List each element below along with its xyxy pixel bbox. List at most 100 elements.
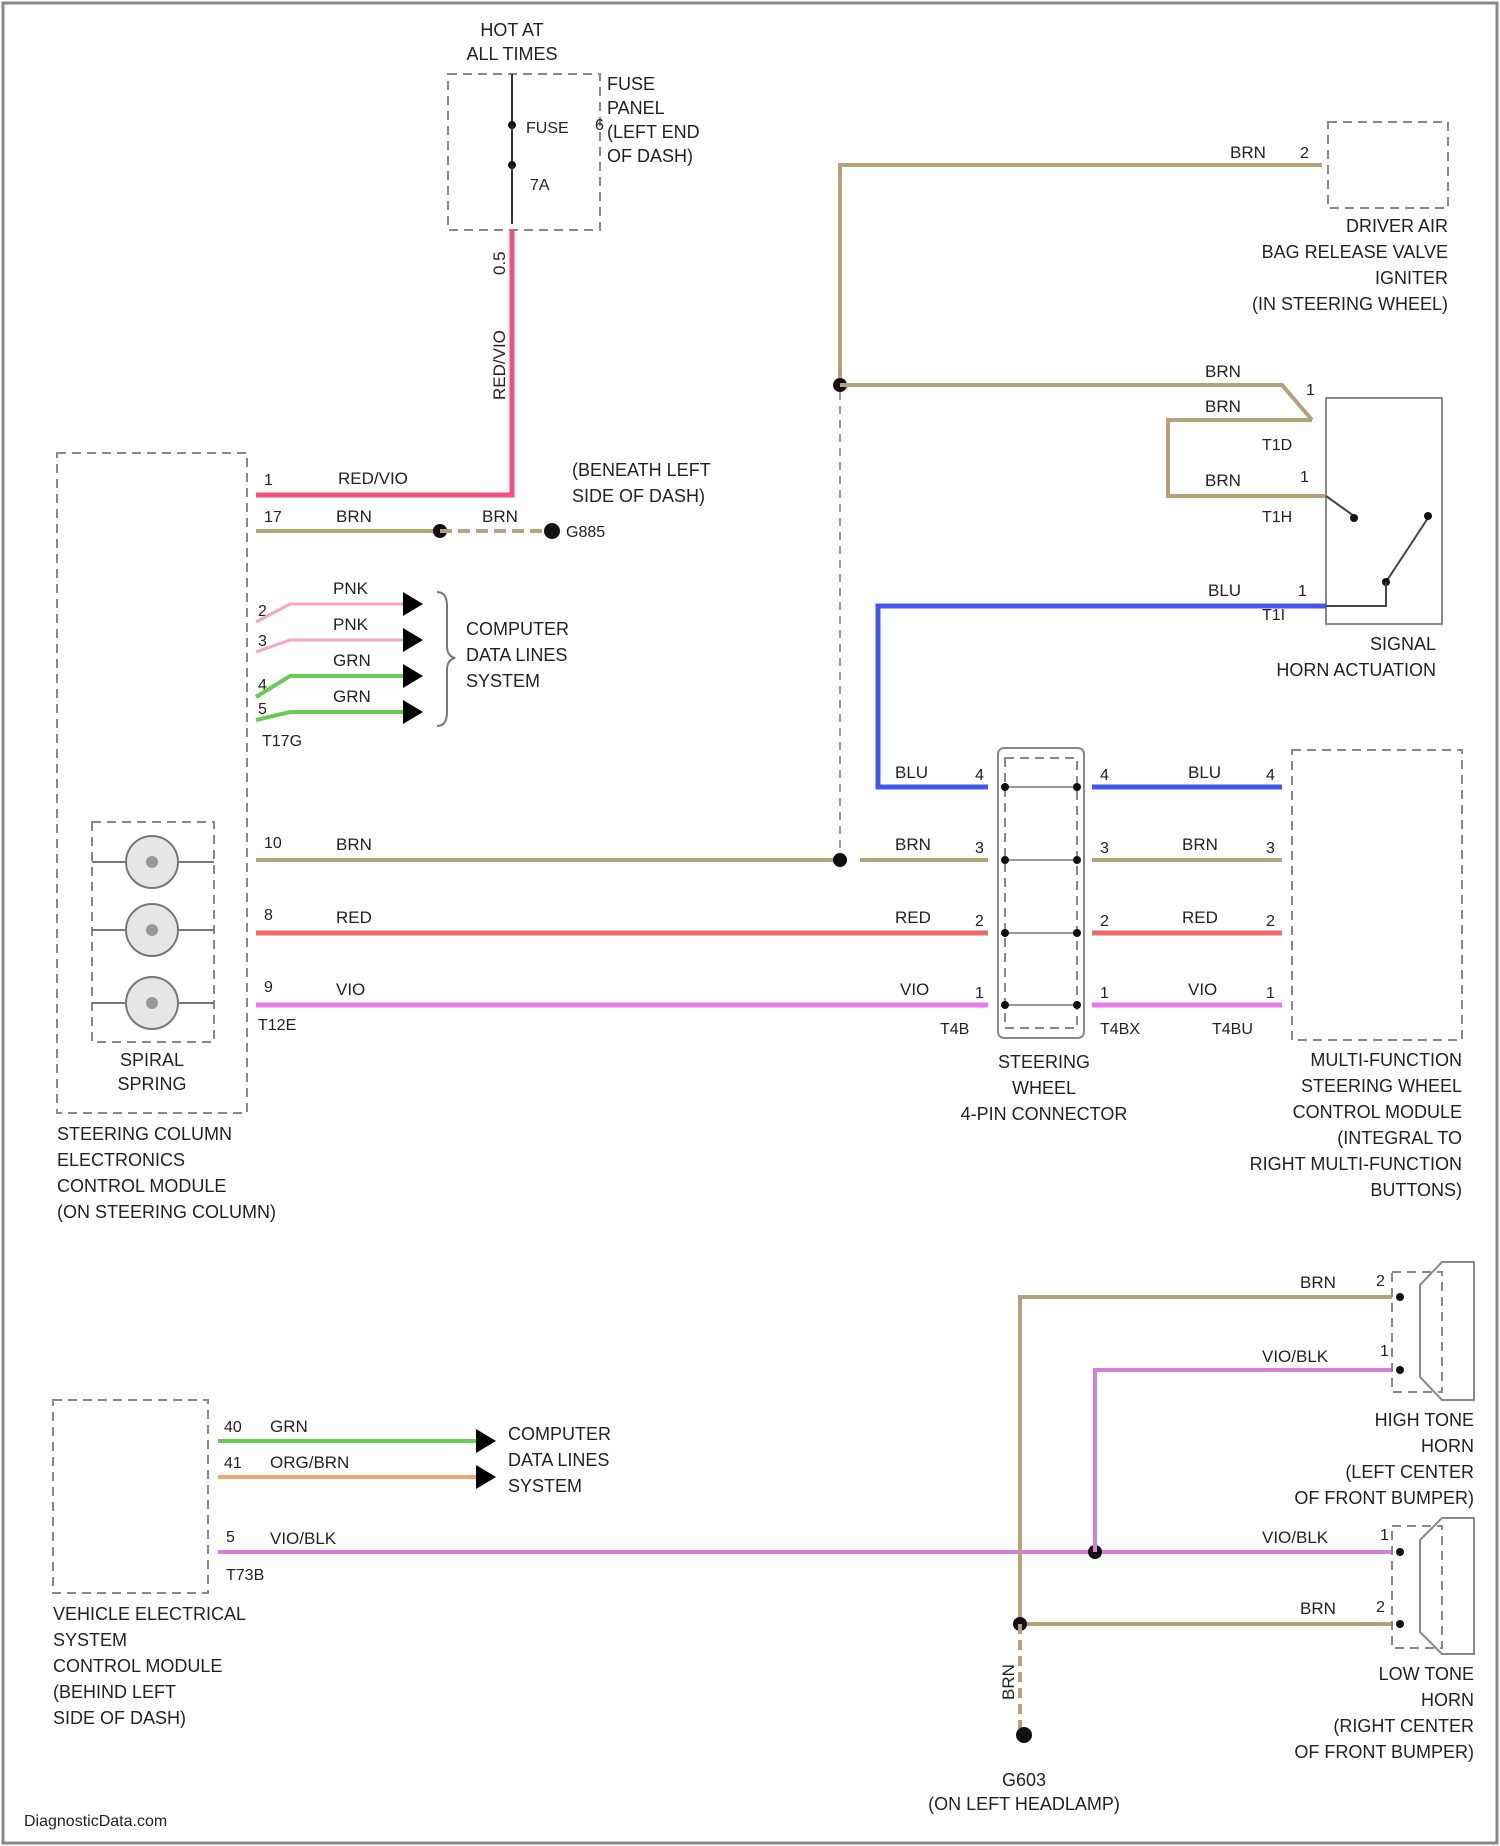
airbag-box: [1328, 122, 1448, 208]
wire-vio-blk-high: [1095, 1370, 1392, 1552]
spiral-spring-icon: [92, 836, 214, 1029]
horn-switch-name-1: SIGNAL: [1370, 634, 1436, 654]
ground-lower-location: (ON LEFT HEADLAMP): [928, 1794, 1120, 1814]
high-horn-brn-label: BRN: [1300, 1273, 1336, 1292]
high-horn-connector: [1392, 1272, 1442, 1392]
scm-name-2: ELECTRONICS: [57, 1150, 185, 1170]
scm-connector-t17: T17G: [262, 733, 302, 750]
sw-left-wire-brn: BRN: [895, 835, 931, 854]
high-horn-node-a: [1396, 1293, 1404, 1301]
arrow-grn-5: [403, 700, 423, 724]
fuse-pin: 6: [595, 117, 604, 134]
high-horn-name-1: HIGH TONE: [1375, 1410, 1474, 1430]
scm-pin-1: 1: [264, 472, 273, 489]
low-horn-connector: [1392, 1526, 1442, 1648]
sw-left-wire-blu: BLU: [895, 763, 928, 782]
wire-brn-horn-lower-label: BRN: [1205, 471, 1241, 490]
wire-red-vio-label: RED/VIO: [338, 469, 408, 488]
airbag-name-3: IGNITER: [1375, 268, 1448, 288]
scm-pin-5: 5: [258, 701, 267, 718]
sw-connector-right-name-a: T4BX: [1100, 1021, 1140, 1038]
high-horn-name-3: (LEFT CENTER: [1345, 1462, 1474, 1482]
low-horn-name-4: OF FRONT BUMPER): [1294, 1742, 1474, 1762]
scm-pin-17: 17: [264, 509, 282, 526]
low-horn-name-1: LOW TONE: [1379, 1664, 1474, 1684]
mfsw-name-2: STEERING WHEEL: [1301, 1076, 1462, 1096]
scm-name-3: CONTROL MODULE: [57, 1176, 226, 1196]
high-horn-pin-vio: 1: [1380, 1343, 1389, 1360]
high-horn-vio-label: VIO/BLK: [1262, 1347, 1329, 1366]
horn-switch-box: [1326, 398, 1442, 624]
wire-red-vio-vertical-label: RED/VIO: [490, 330, 509, 400]
vesm-name-2: SYSTEM: [53, 1630, 127, 1650]
ground-lower-name: G603: [1002, 1770, 1046, 1790]
wire-org-brn-41-label: ORG/BRN: [270, 1453, 349, 1472]
ground-upper-location-2: SIDE OF DASH): [572, 486, 705, 506]
connector-body: [998, 748, 1084, 1038]
ground-lower-symbol: [1016, 1727, 1032, 1743]
ground-upper-symbol: [544, 523, 560, 539]
sw-left-wire-vio: VIO: [900, 980, 929, 999]
fuse-panel-line2: PANEL: [607, 98, 665, 118]
mfsw-name-5: RIGHT MULTI-FUNCTION: [1250, 1154, 1462, 1174]
sw-right-wire-red: RED: [1182, 908, 1218, 927]
horn-connector-c2: T1H: [1262, 509, 1292, 526]
scm-pin-labels: 1 17 2 3 4 5 T17G 10 8 9 T12E: [258, 472, 302, 1034]
sw-connector-name-1: STEERING: [998, 1052, 1090, 1072]
sw-right-wire-vio: VIO: [1188, 980, 1217, 999]
wire-brn-horn-top: [840, 385, 1312, 420]
low-horn-pin-brn: 2: [1376, 1599, 1385, 1616]
arrow-org-brn-41: [476, 1465, 496, 1489]
sw-connector-name-3: 4-PIN CONNECTOR: [961, 1104, 1128, 1124]
connector-inner: [1005, 758, 1077, 1028]
wire-pnk-3: [256, 640, 405, 652]
wire-brn-airbag-label: BRN: [1230, 143, 1266, 162]
wire-grn-4: [256, 676, 405, 697]
ground-upper-name: G885: [566, 524, 605, 541]
arrow-pnk-3: [403, 628, 423, 652]
low-tone-horn: VIO/BLK 1 BRN 2 LOW TONE HORN (RIGHT CEN…: [1262, 1518, 1474, 1762]
arrow-grn-40: [476, 1429, 496, 1453]
sw-right-pin-4: 4: [1100, 767, 1109, 784]
wire-brn-horn-top-label: BRN: [1205, 362, 1241, 381]
fuse-panel-box: [448, 74, 600, 230]
sw-right-wire-brn: BRN: [1182, 835, 1218, 854]
mfsw-name-4: (INTEGRAL TO: [1337, 1128, 1462, 1148]
vesm-name-4: (BEHIND LEFT: [53, 1682, 176, 1702]
watermark: DiagnosticData.com: [24, 1813, 167, 1830]
sw-connector-name-2: WHEEL: [1012, 1078, 1076, 1098]
ground-upper-location-1: (BENEATH LEFT: [572, 460, 711, 480]
airbag-name-1: DRIVER AIR: [1346, 216, 1448, 236]
low-horn-node-b: [1396, 1620, 1404, 1628]
mfsw-name-3: CONTROL MODULE: [1293, 1102, 1462, 1122]
blu-circuit: BLU 1 T1I: [878, 581, 1326, 787]
wire-brn-horn-loop-label: BRN: [1205, 397, 1241, 416]
mfsw-pin-1: 1: [1266, 985, 1275, 1002]
vesm-pin-40: 40: [224, 1419, 242, 1436]
vesm-data-lines-3: SYSTEM: [508, 1476, 582, 1496]
high-horn-icon: [1420, 1262, 1474, 1400]
mfsw-pin-2: 2: [1266, 913, 1275, 930]
mfsw-pin-4: 4: [1266, 767, 1275, 784]
data-lines-label-3: SYSTEM: [466, 671, 540, 691]
scm-name-1: STEERING COLUMN: [57, 1124, 232, 1144]
fuse-panel-line1: FUSE: [607, 74, 655, 94]
sw-connector-right-name-b: T4BU: [1212, 1021, 1253, 1038]
mfsw-name-6: BUTTONS): [1370, 1180, 1462, 1200]
high-horn-pin-brn: 2: [1376, 1273, 1385, 1290]
horn-switch-node-b: [1424, 512, 1432, 520]
connector-rows: [1001, 783, 1081, 1009]
brn-trunk-circuit: BRN 2: [833, 143, 1322, 858]
scm-main-wires: BRN RED VIO: [256, 835, 988, 1005]
vesm-name-1: VEHICLE ELECTRICAL: [53, 1604, 246, 1624]
horn-switch-name-2: HORN ACTUATION: [1276, 660, 1436, 680]
wire-brn-17b-label: BRN: [482, 507, 518, 526]
wire-brn-high: [1020, 1297, 1392, 1624]
low-horn-name-2: HORN: [1421, 1690, 1474, 1710]
horn-switch-blade: [1386, 518, 1428, 582]
multi-function-steering-wheel-module: MULTI-FUNCTION STEERING WHEEL CONTROL MO…: [1250, 750, 1462, 1200]
vesm-pin-5: 5: [226, 1529, 235, 1546]
hot-label-line2: ALL TIMES: [466, 44, 557, 64]
airbag-name-4: (IN STEERING WHEEL): [1252, 294, 1448, 314]
